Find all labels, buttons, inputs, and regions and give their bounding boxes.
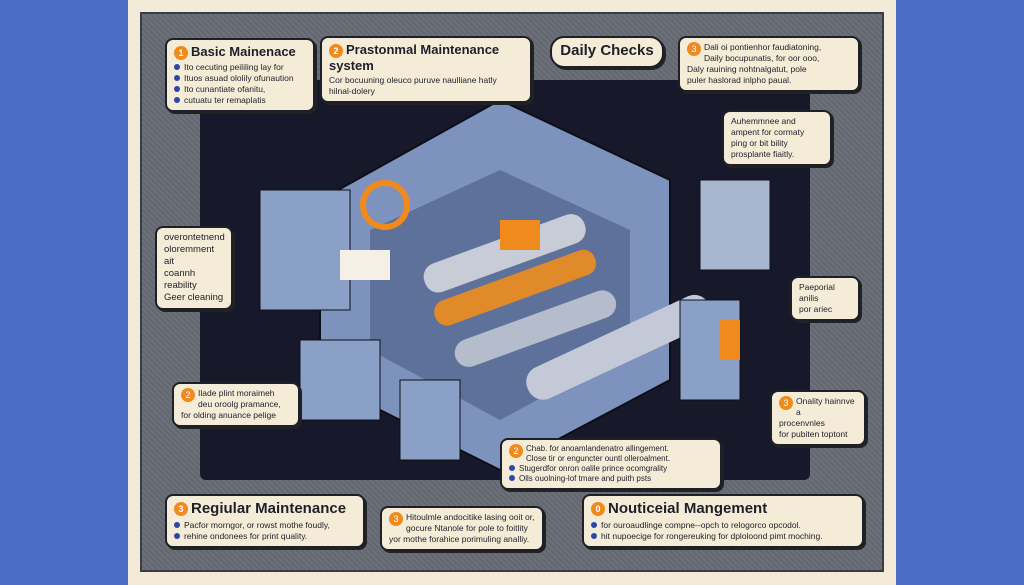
step-number: 2 xyxy=(329,43,343,58)
callout-daily-list: 3 Dali oi pontienhor faudiatoning, Daily… xyxy=(678,36,860,92)
line: Pacfor morngor, or rowst mothe foudly, xyxy=(184,520,330,530)
callout-check: 2 Chab. for anoamlandenatro allingement.… xyxy=(500,438,722,490)
line: overontetnend xyxy=(164,232,225,243)
printing-press-illustration xyxy=(259,98,771,472)
line: anilis xyxy=(799,293,819,303)
line: ping or bit bility xyxy=(731,138,788,148)
line: for pubiten toptont xyxy=(779,429,848,439)
step-number: 3 xyxy=(389,512,403,526)
step-number: 1 xyxy=(174,45,188,60)
line: hit nupoecige for rongereuking for dplol… xyxy=(601,531,823,541)
step-number: 0 xyxy=(591,502,605,517)
line: Daily bocupunatis, for oor ooo, xyxy=(704,53,820,63)
line: Ito cunantiate ofanitu, xyxy=(184,83,266,94)
callout-left-mid: overontetnend oloremment ait coannh reab… xyxy=(155,226,233,310)
callout-right-small: Paeporial anilis por ariec xyxy=(790,276,860,321)
line: oloremment ait xyxy=(164,244,215,267)
line: gocure Ntanole for pole to foitlity xyxy=(406,523,528,533)
callout-left-low: 2 Ilade plint moraimeh deu oroolg praman… xyxy=(172,382,300,427)
line: Ituos asuad ololily ofunaution xyxy=(184,72,294,83)
line: yor mothe forahice porimuling analliy. xyxy=(389,534,530,544)
line: Dali oi pontienhor faudiatoning, xyxy=(704,42,822,52)
line: Geer cleaning xyxy=(164,292,224,303)
callout-title: Nouticeial Mangement xyxy=(608,500,768,517)
line: Paeporial xyxy=(799,282,835,292)
line: hilnal-dolery xyxy=(329,85,375,96)
line: rehine ondonees for print quality. xyxy=(184,531,308,541)
line: Daly rauining nohtnalgatut, pole xyxy=(687,64,807,74)
step-number: 2 xyxy=(509,444,523,458)
line: Ito cecuting peililing lay for xyxy=(184,61,284,72)
line: Stugerdfor onron oalile prince ocomgrali… xyxy=(519,464,668,473)
callout-title: Daily Checks xyxy=(560,42,654,59)
line: deu oroolg pramance, xyxy=(198,399,281,409)
line: ampent for cormaty xyxy=(731,127,805,137)
step-number: 3 xyxy=(687,42,701,56)
callout-title: Regiular Maintenance xyxy=(191,500,347,517)
step-number: 3 xyxy=(174,502,188,517)
line: procenvnles xyxy=(779,418,825,428)
line: Ilade plint moraimeh xyxy=(198,388,275,398)
callout-title: Basic Mainenace xyxy=(191,44,296,59)
line: for ouroaudlinge compne--opch to relogor… xyxy=(601,520,801,530)
line: Auhemmnee and xyxy=(731,116,796,126)
line: Olls ouolning-lof tmare and puith psts xyxy=(519,474,652,483)
machine-illustration xyxy=(200,80,810,480)
line: Close tir or enguncter ountl olleroalmen… xyxy=(526,454,671,463)
line: Cor bocuuning oleuco puruve naulliane ha… xyxy=(329,74,497,85)
callout-center-low: 3 Hitoulmle andocitike lasing ooit or, g… xyxy=(380,506,544,551)
line: Chab. for anoamlandenatro allingement. xyxy=(526,444,669,453)
line: prosplante fiaitly. xyxy=(731,149,795,159)
step-number: 2 xyxy=(181,388,195,402)
callout-right-mid: Auhemmnee and ampent for cormaty ping or… xyxy=(722,110,832,166)
callout-quality: 3 Onality hainnve a procenvnles for pubi… xyxy=(770,390,866,446)
line: Hitoulmle andocitike lasing ooit or, xyxy=(406,512,535,522)
line: for olding anuance pelige xyxy=(181,410,276,420)
line: coannh reability xyxy=(164,268,197,291)
callout-title: Prastonmal Maintenance system xyxy=(329,42,500,73)
line: Onality hainnve a xyxy=(796,396,855,417)
step-number: 3 xyxy=(779,396,793,410)
line: puler haslorad inlpho paual. xyxy=(687,75,792,85)
line: cutuatu ter remaplatis xyxy=(184,94,266,105)
line: por ariec xyxy=(799,304,833,314)
callout-daily-checks: Daily Checks xyxy=(550,36,664,68)
